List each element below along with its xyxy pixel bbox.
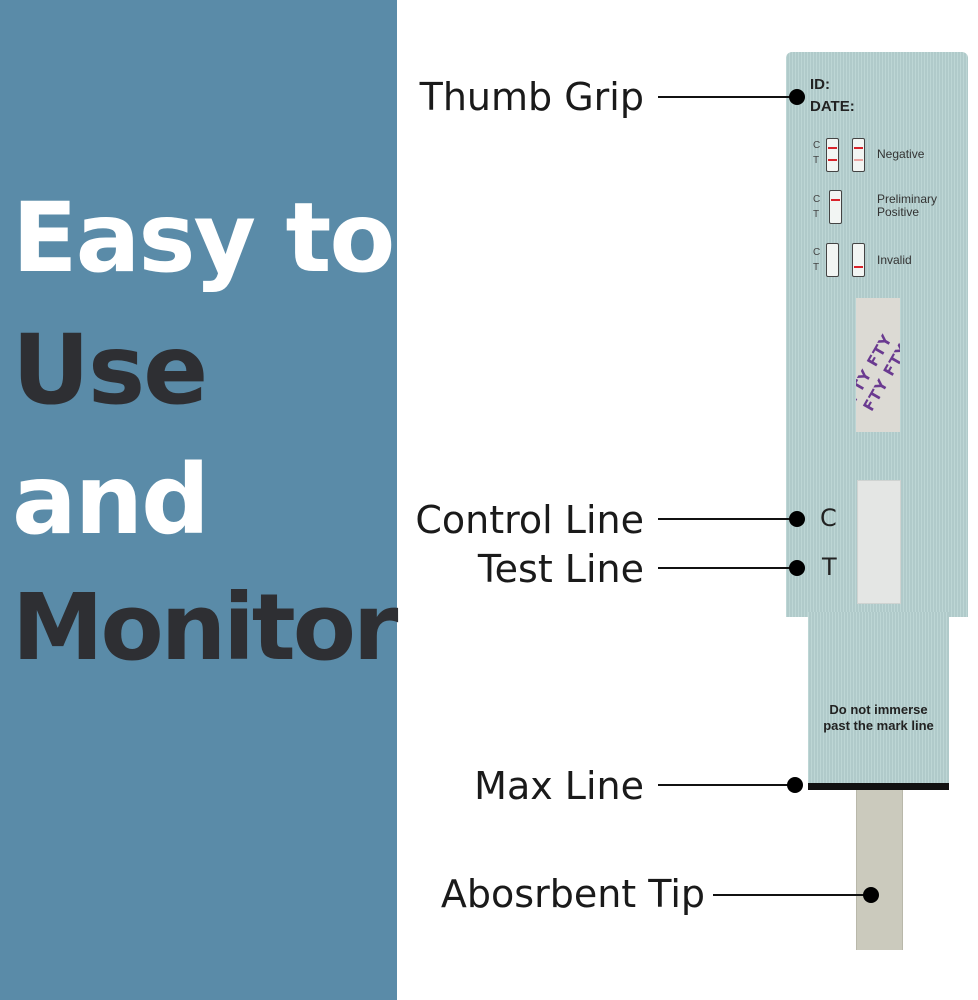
callout-absorbent-tip: Abosrbent Tip bbox=[440, 872, 705, 916]
leader-test-line bbox=[658, 567, 796, 569]
headline-line-4: Monitor bbox=[12, 574, 398, 681]
legend-neg-c: C bbox=[813, 140, 821, 151]
legend-positive-label: Positive bbox=[877, 205, 920, 219]
note-line-1: Do not immerse bbox=[829, 702, 928, 717]
control-line-mark bbox=[831, 199, 840, 201]
pointer-dot-max-line bbox=[787, 777, 803, 793]
legend-negative-label: Negative bbox=[877, 147, 925, 161]
absorbent-tip bbox=[856, 790, 903, 950]
positive-cassette bbox=[829, 190, 842, 224]
seal-text: FTY FTY FTY FTY bbox=[856, 330, 900, 415]
callout-control-line: Control Line bbox=[415, 498, 644, 542]
legend-invalid-label: Invalid bbox=[877, 253, 912, 267]
legend-pos-c: C bbox=[813, 194, 821, 205]
id-label: ID: bbox=[810, 76, 830, 93]
headline-line-2: Use bbox=[12, 314, 208, 426]
window-t-label: T bbox=[822, 553, 837, 581]
pointer-dot-test-line bbox=[789, 560, 805, 576]
leader-control-line bbox=[658, 518, 796, 520]
callout-max-line: Max Line bbox=[474, 764, 644, 808]
pointer-dot-control-line bbox=[789, 511, 805, 527]
headline-panel: Easy to Use and Monitor bbox=[0, 0, 398, 1000]
test-line-mark bbox=[828, 159, 837, 161]
test-line-mark bbox=[854, 266, 863, 268]
pointer-dot-absorbent-tip bbox=[863, 887, 879, 903]
legend-inv-c: C bbox=[813, 247, 821, 258]
tamper-seal: FTY FTY FTY FTY bbox=[856, 298, 900, 432]
faint-test-line-mark bbox=[854, 159, 863, 161]
headline-line-3: and bbox=[12, 444, 210, 556]
headline-line-1: Easy to bbox=[12, 182, 395, 294]
note-line-2: past the mark line bbox=[823, 718, 934, 734]
control-line-mark bbox=[854, 147, 863, 149]
legend-preliminary-label: Preliminary bbox=[877, 192, 938, 206]
control-line-mark bbox=[828, 147, 837, 149]
pointer-dot-thumb-grip bbox=[789, 89, 805, 105]
leader-max-line bbox=[658, 784, 796, 786]
test-strip-neck bbox=[808, 612, 949, 787]
window-c-label: C bbox=[820, 504, 837, 532]
negative-cassette-2 bbox=[852, 138, 865, 172]
invalid-cassette-2 bbox=[852, 243, 865, 277]
max-line-mark bbox=[808, 783, 949, 790]
leader-absorbent-tip bbox=[713, 894, 873, 896]
callout-test-line: Test Line bbox=[477, 547, 644, 591]
leader-thumb-grip bbox=[658, 96, 796, 98]
date-label: DATE: bbox=[810, 98, 855, 115]
callout-thumb-grip: Thumb Grip bbox=[419, 75, 644, 119]
legend-pos-t: T bbox=[813, 209, 820, 220]
legend-neg-t: T bbox=[813, 155, 820, 166]
negative-cassette-1 bbox=[826, 138, 839, 172]
immersion-note: Do not immerse past the mark line bbox=[808, 702, 949, 735]
legend-inv-t: T bbox=[813, 262, 820, 273]
result-window bbox=[857, 480, 901, 604]
invalid-cassette-1 bbox=[826, 243, 839, 277]
